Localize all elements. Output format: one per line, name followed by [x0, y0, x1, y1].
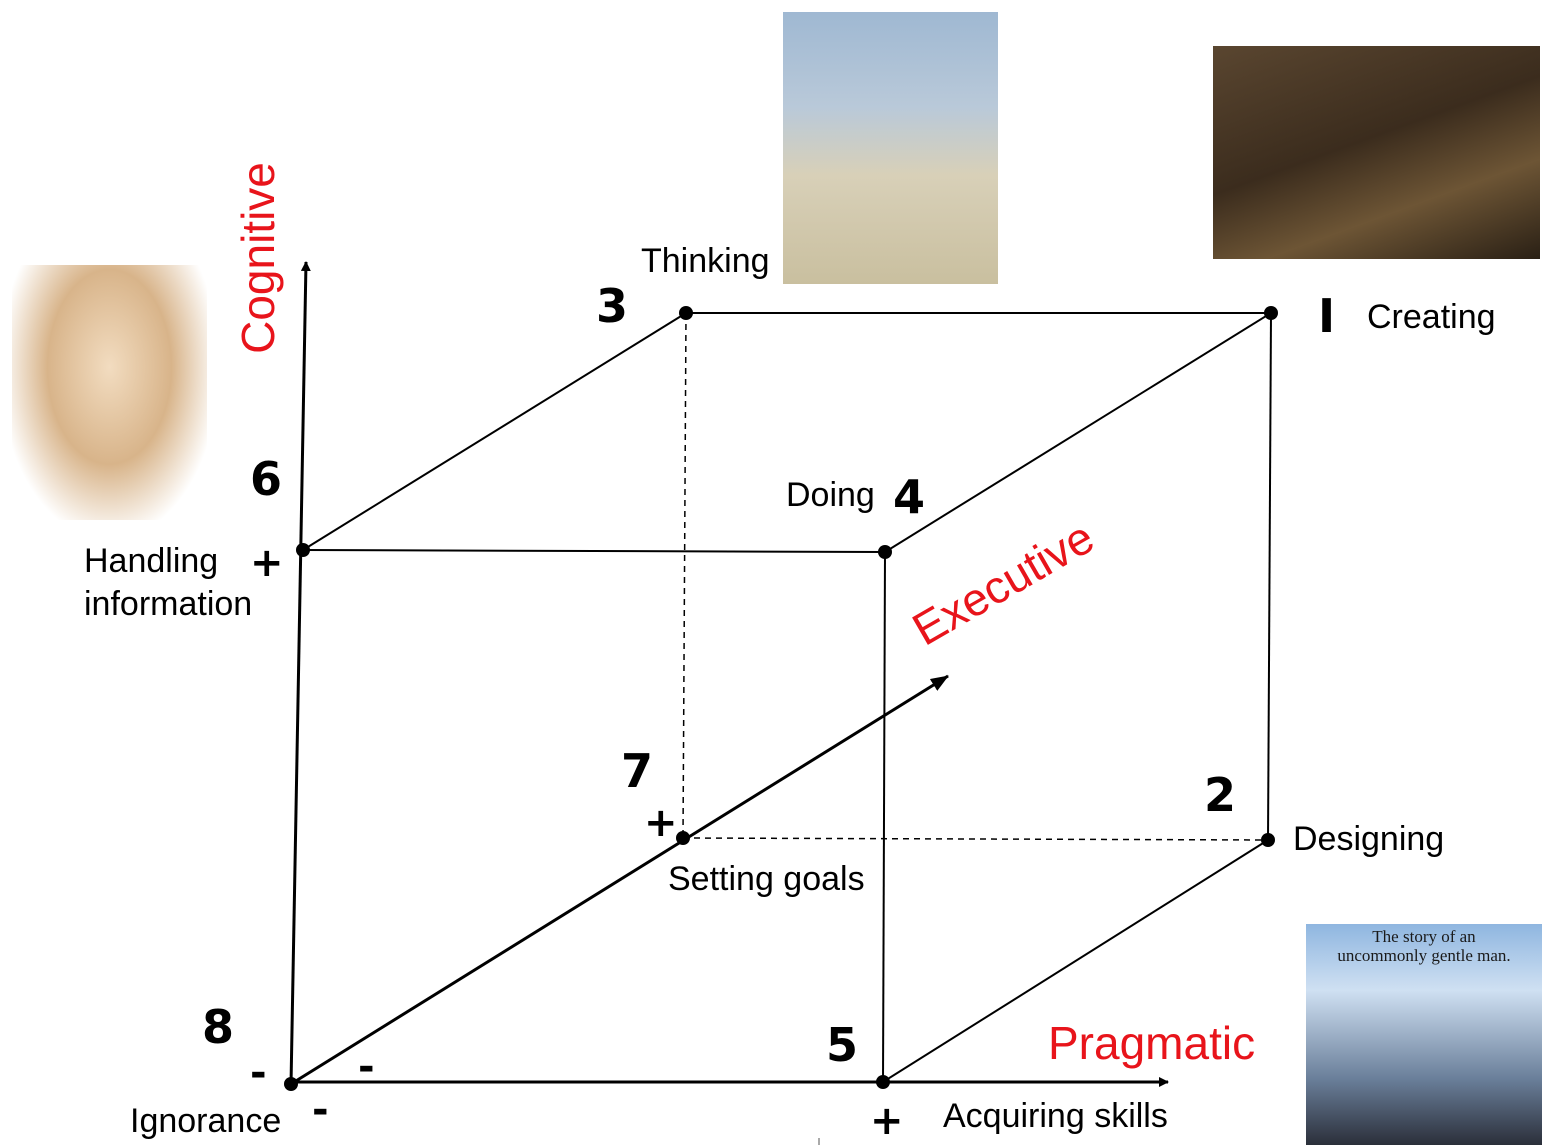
executive-axis — [290, 674, 949, 1086]
minus-sign-cognitive: - — [250, 1050, 267, 1096]
minus-sign-executive: - — [358, 1044, 375, 1090]
edge-6-4 — [302, 549, 886, 553]
edge-1-2 — [1267, 312, 1272, 841]
vertex-6-number: 6 — [250, 452, 283, 506]
vertex-8-number: 8 — [202, 1000, 235, 1054]
thinking-label: Thinking — [641, 242, 770, 280]
vertex-1-number: I — [1318, 289, 1336, 343]
plus-sign-handling: + — [250, 540, 284, 586]
designing-label: Designing — [1293, 820, 1445, 858]
ignorance-label: Ignorance — [130, 1102, 282, 1140]
cognitive-axis-label: Cognitive — [232, 162, 284, 354]
pragmatic-axis-label: Pragmatic — [1048, 1017, 1256, 1069]
handling-label-line1: Handling — [84, 542, 219, 580]
thinking-man-portrait-image — [12, 265, 207, 520]
vertex-6 — [296, 543, 310, 557]
vertex-2-number: 2 — [1204, 768, 1237, 822]
vertex-4-number: 4 — [893, 470, 926, 524]
creating-label: Creating — [1367, 298, 1496, 336]
edge-5-2 — [882, 839, 1269, 1083]
handling-information-label: Handling information — [84, 540, 252, 625]
movie-poster-image: The story of an uncommonly gentle man. — [1306, 924, 1542, 1145]
edge-6-3 — [302, 312, 687, 551]
acquiring-skills-label: Acquiring skills — [943, 1097, 1168, 1135]
vertex-5-number: 5 — [826, 1018, 859, 1072]
cognitive-axis — [289, 261, 311, 1086]
vertex-3-number: 3 — [596, 279, 629, 333]
thinker-statue-image — [783, 12, 998, 284]
plus-sign-acquiring: + — [870, 1098, 904, 1144]
poster-caption-line2: uncommonly gentle man. — [1337, 945, 1511, 965]
vertex-7 — [676, 831, 690, 845]
handling-label-line2: information — [84, 584, 253, 623]
adventurer-idol-image — [1213, 46, 1540, 259]
plus-sign-setting-goals: + — [644, 800, 678, 846]
poster-caption-line1: The story of an — [1372, 927, 1476, 946]
vertex-8 — [284, 1077, 298, 1091]
vertex-2 — [1261, 833, 1275, 847]
hidden-edge-7-2 — [682, 837, 1269, 841]
setting-goals-label: Setting goals — [668, 860, 865, 898]
edge-4-1 — [884, 312, 1272, 553]
vertex-4 — [878, 545, 892, 559]
hidden-edge-3-7 — [682, 312, 687, 839]
doing-label: Doing — [786, 476, 875, 514]
vertex-5 — [876, 1075, 890, 1089]
vertex-7-number: 7 — [621, 744, 654, 798]
poster-caption: The story of an uncommonly gentle man. — [1312, 927, 1536, 965]
minus-sign-pragmatic: - — [312, 1087, 329, 1133]
vertex-1 — [1264, 306, 1278, 320]
vertex-3 — [679, 306, 693, 320]
edge-4-5 — [882, 551, 886, 1083]
